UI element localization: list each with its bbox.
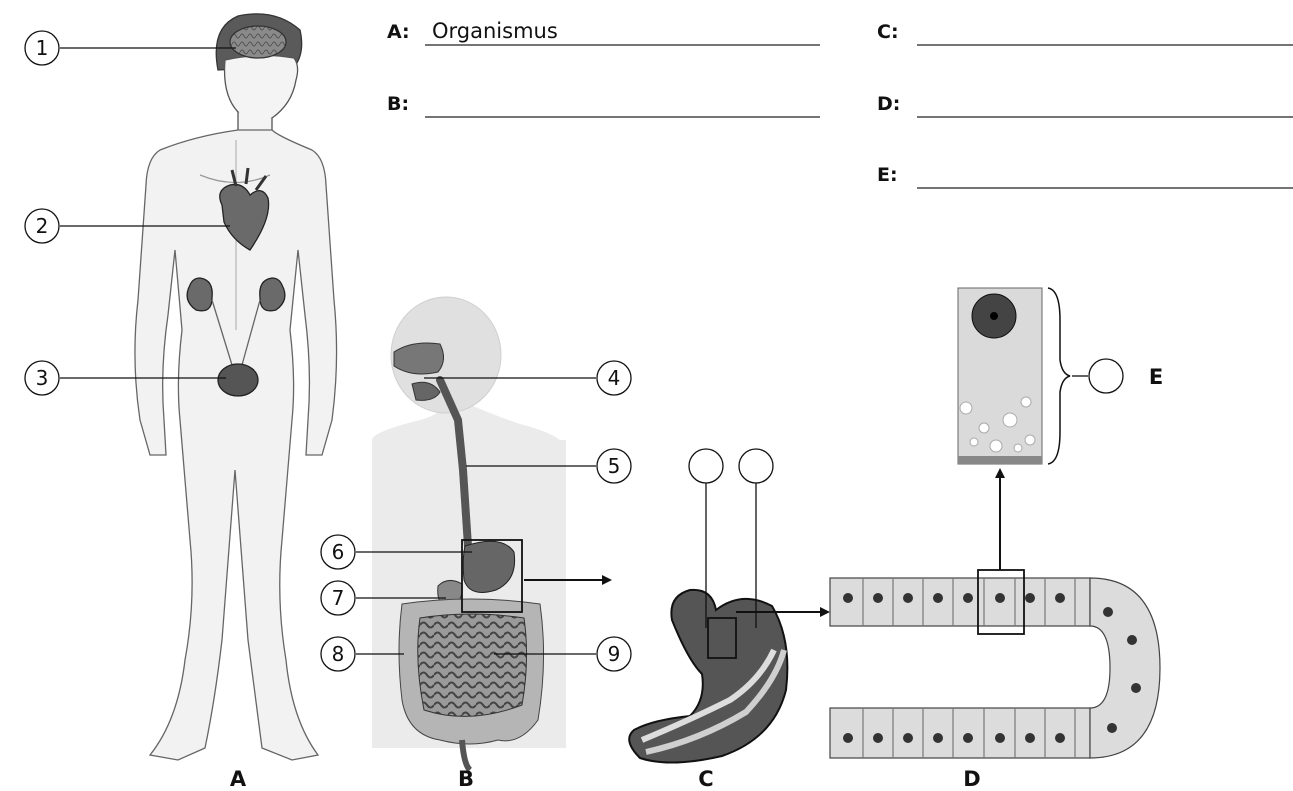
panel-caption-c: C <box>698 767 713 791</box>
answer-value-a[interactable]: Organismus <box>432 19 558 43</box>
callout-number-9: 9 <box>608 642 621 666</box>
callout-number-8: 8 <box>332 642 345 666</box>
answer-letter-b: B: <box>387 93 409 115</box>
callout-number-7: 7 <box>332 586 345 610</box>
callout-number-3: 3 <box>36 366 49 390</box>
answer-letter-e: E: <box>877 164 898 186</box>
callout-number-6: 6 <box>332 540 345 564</box>
panel-caption-d: D <box>963 767 980 791</box>
stomach-illustration <box>629 590 787 763</box>
tissue-illustration <box>830 570 1160 758</box>
empty-answer-circle-left[interactable] <box>689 449 723 483</box>
answer-row-d: D: <box>877 93 1293 117</box>
left-kidney-shape <box>187 278 212 311</box>
callout-number-4: 4 <box>608 366 621 390</box>
answer-row-c: C: <box>877 21 1293 45</box>
answer-letter-c: C: <box>877 21 899 43</box>
panel-caption-b: B <box>458 767 474 791</box>
answer-letter-a: A: <box>387 21 410 43</box>
panel-caption-a: A <box>230 767 247 791</box>
empty-answer-circle-right[interactable] <box>739 449 773 483</box>
callout-number-5: 5 <box>608 454 621 478</box>
callout-number-2: 2 <box>36 214 49 238</box>
panel-caption-e: E <box>1149 365 1163 389</box>
callout-number-1: 1 <box>36 36 49 60</box>
answer-row-b: B: <box>387 93 820 117</box>
digestive-system-illustration <box>372 297 566 770</box>
empty-answer-circle-e[interactable] <box>1089 359 1123 393</box>
answer-row-e: E: <box>877 164 1293 188</box>
brain-shape <box>230 26 286 58</box>
human-body-illustration <box>135 14 337 760</box>
cell-brace <box>1048 288 1070 464</box>
arrow-d-to-e <box>995 468 1005 570</box>
answer-letter-d: D: <box>877 93 900 115</box>
bladder-shape <box>218 364 258 396</box>
answer-row-a: A: Organismus <box>387 19 820 45</box>
right-kidney-shape <box>260 278 285 311</box>
cell-illustration <box>958 288 1070 464</box>
